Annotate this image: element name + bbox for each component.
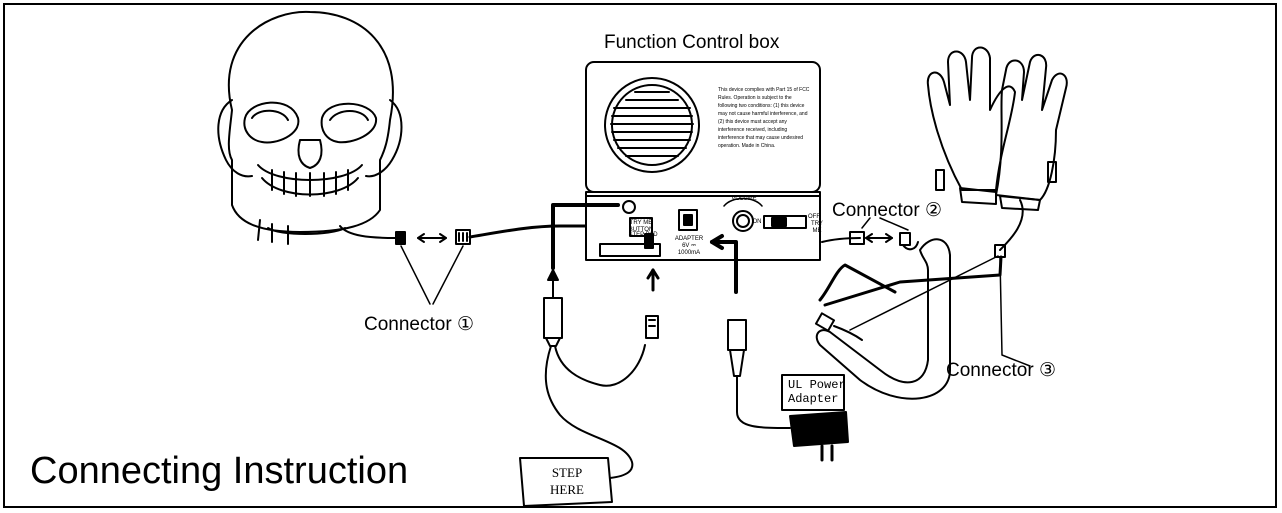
gloves-prop: [926, 46, 1068, 211]
on-label: ON: [752, 219, 762, 225]
try-me-label: TRY ME: [811, 221, 823, 234]
step-here-line1: STEP: [551, 465, 583, 480]
power-adapter-label: UL Power Adapter: [788, 378, 846, 406]
volume-label: VOLUME: [731, 196, 757, 202]
page-title: Connecting Instruction: [30, 450, 409, 492]
control-box-label: Function Control box: [604, 32, 780, 53]
power-adapter-line2: Adapter: [788, 392, 839, 406]
diagram-frame: [3, 3, 1277, 508]
control-box: [585, 61, 821, 261]
step-here-label: STEP HERE: [545, 464, 589, 498]
connector-3-label: Connector ③: [946, 360, 1056, 381]
connector-1-label: Connector ①: [364, 314, 474, 335]
skull-prop: [217, 10, 403, 245]
step-pad-label: STEP PAD: [628, 232, 658, 238]
step-here-line2: HERE: [550, 482, 584, 497]
try-me-button-label: TRY ME BUTTON: [628, 220, 654, 233]
power-adapter-line1: UL Power: [788, 378, 846, 392]
connector-2-label: Connector ②: [832, 200, 942, 221]
adapter-label: ADAPTER 6V ⎓ 1000mA: [674, 236, 704, 256]
off-label: OFF: [808, 214, 820, 220]
step-here-card: [519, 457, 613, 507]
fcc-notice: This device complies with Part 15 of FCC…: [718, 87, 810, 149]
